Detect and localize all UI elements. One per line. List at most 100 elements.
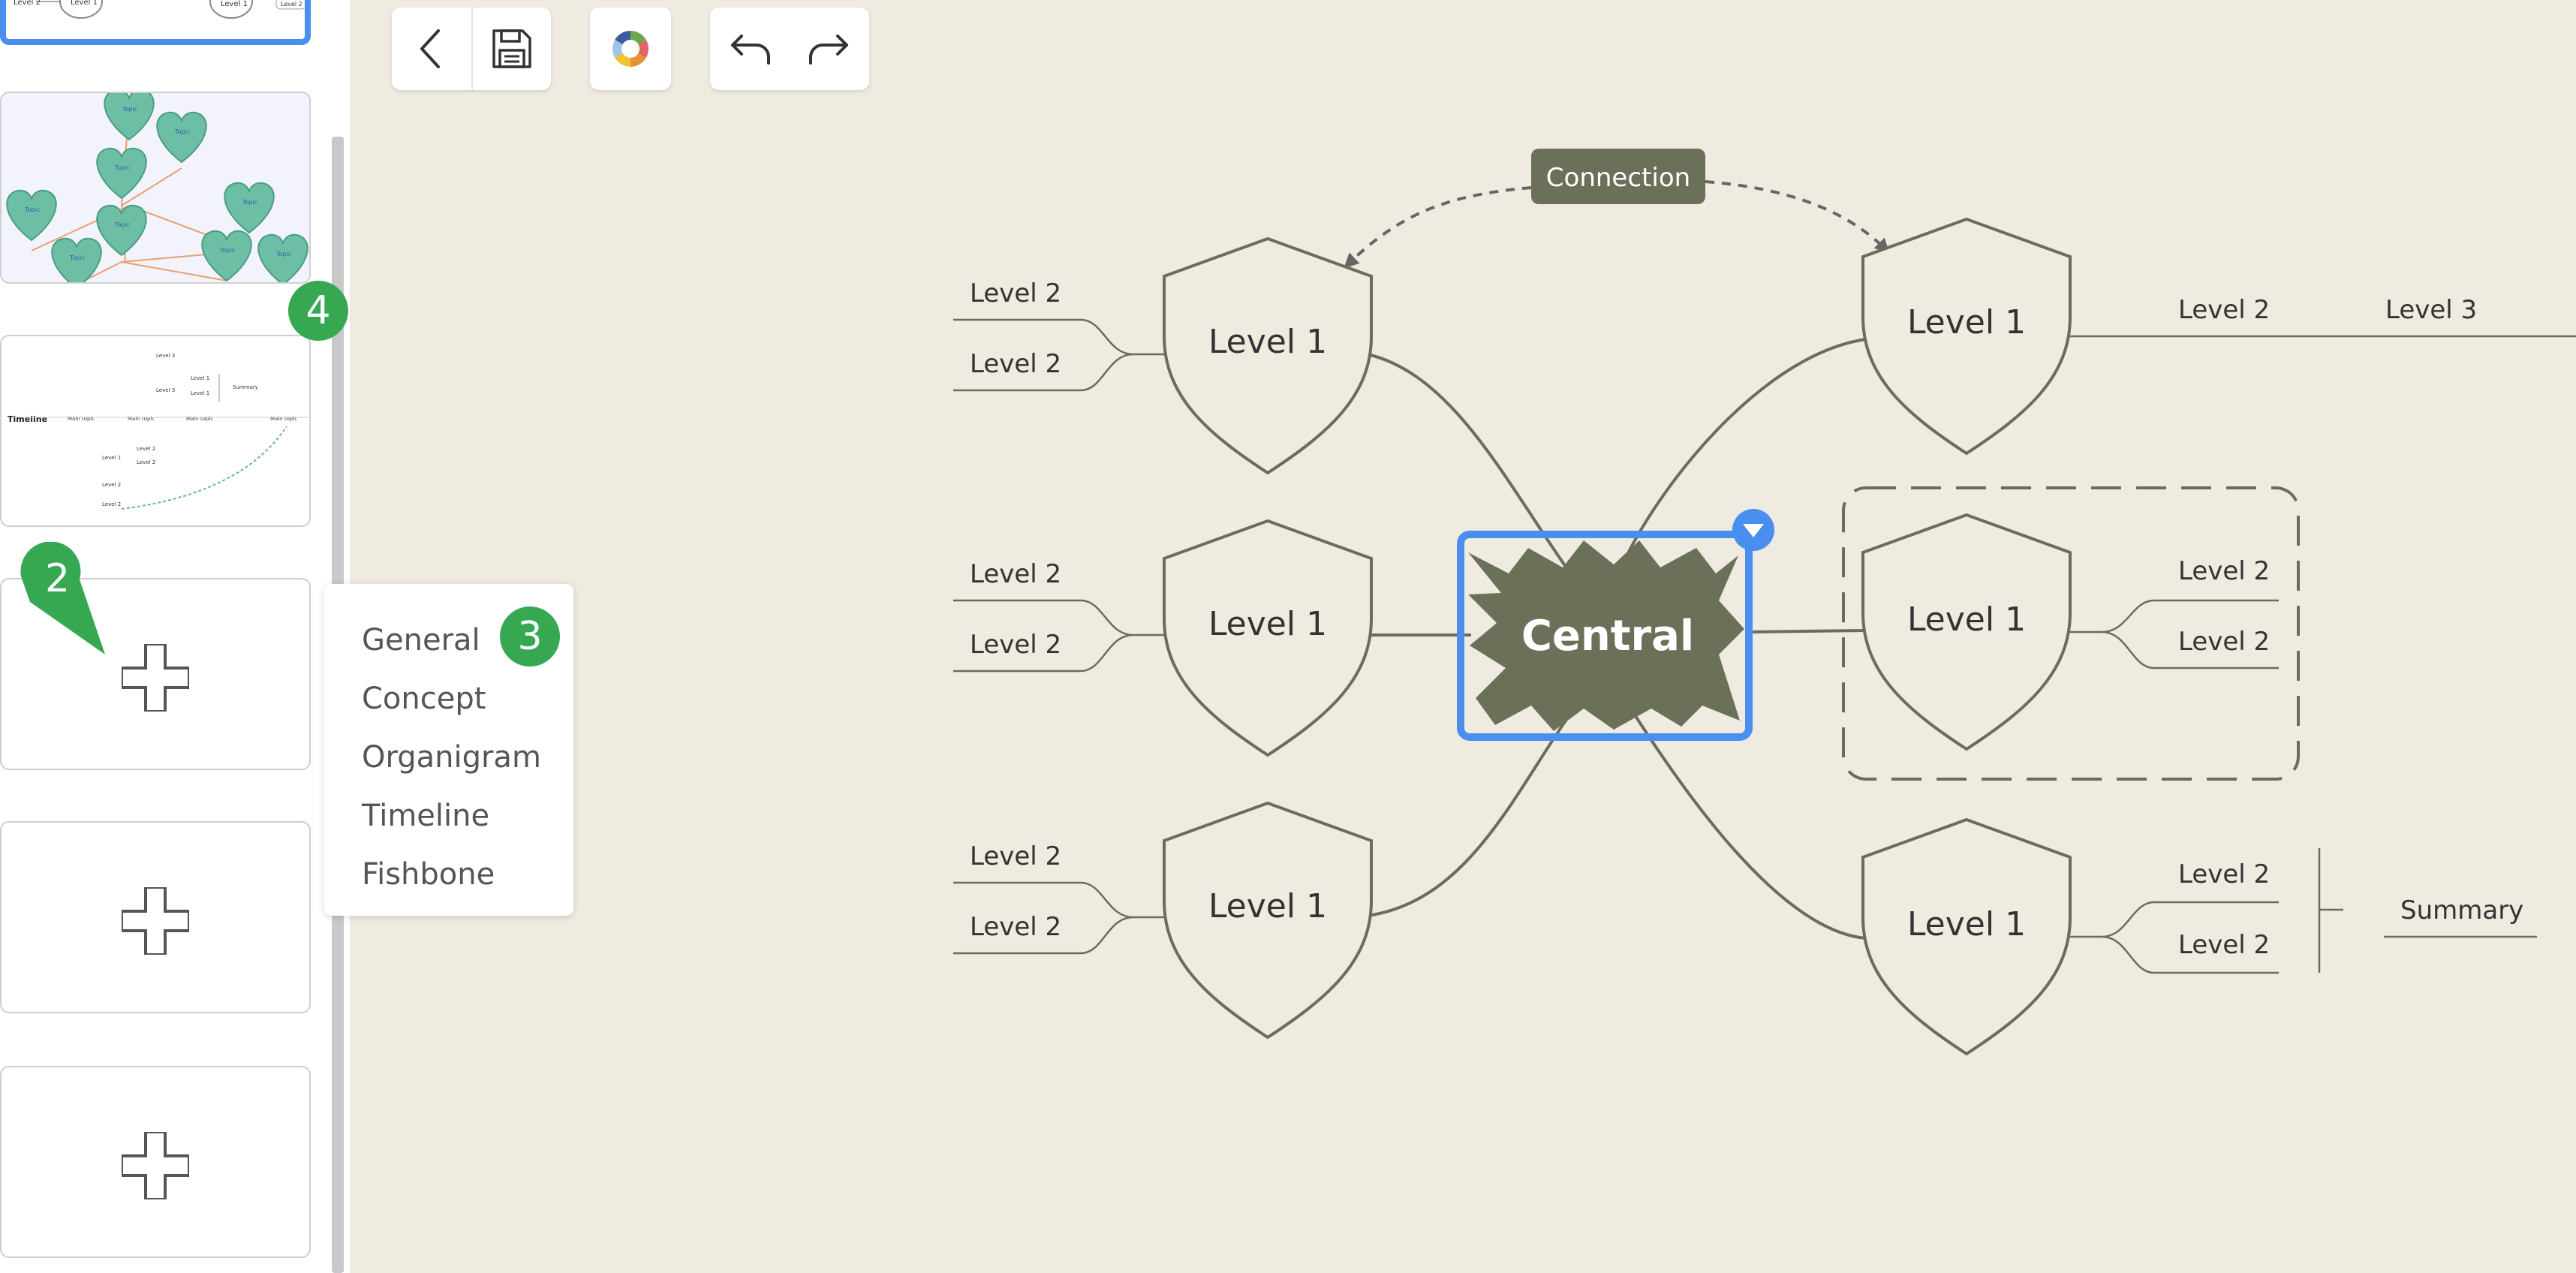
step-marker-3: 3 — [500, 606, 560, 667]
timeline-l1b: Level 1 — [191, 390, 209, 396]
heart-topic-label: Topic — [69, 254, 85, 261]
timeline-l2c: Level 2 — [102, 482, 121, 488]
chevron-down-icon — [1743, 524, 1764, 537]
level2-label-r3b: Level 2 — [2178, 930, 2270, 960]
thumbnail-preview: Level 2 Level 1 Level 1 Level 2 — [14, 0, 305, 19]
toolbar-group-nav — [392, 8, 551, 90]
level2-label-l3b: Level 2 — [970, 912, 1061, 942]
heart-topic-node: Topic — [96, 204, 147, 257]
level2-connectors-left — [953, 318, 1165, 955]
heart-topic-node: Topic — [96, 147, 147, 200]
template-thumbnail-timeline[interactable]: Timeline Main topic Main topic Main topi… — [0, 335, 311, 527]
svg-text:2: 2 — [45, 556, 70, 601]
thumb-text-level2b: Level 2 — [281, 1, 302, 8]
heart-topic-label: Topic — [122, 106, 137, 113]
level1-nodes-right[interactable] — [1861, 218, 2072, 1055]
timeline-l2b: Level 2 — [137, 459, 155, 465]
summary-label: Summary — [2400, 895, 2523, 925]
heart-topic-label: Topic — [114, 221, 130, 228]
plus-icon — [122, 887, 189, 955]
heart-topic-label: Topic — [219, 247, 235, 254]
timeline-l1a: Level 1 — [191, 375, 209, 381]
chevron-left-icon — [420, 29, 440, 68]
theme-button[interactable] — [591, 8, 670, 90]
heart-topic-label: Topic — [24, 206, 40, 213]
heart-topic-node: Topic — [156, 111, 207, 164]
thumb-text-level2: Level 2 — [14, 0, 41, 7]
timeline-title: Timeline — [8, 414, 47, 424]
level2-label-r2b: Level 2 — [2178, 627, 2270, 657]
redo-button[interactable] — [790, 8, 868, 90]
redo-icon — [809, 35, 848, 65]
timeline-l2d: Level 2 — [102, 501, 121, 507]
menu-item-organigram[interactable]: Organigram — [362, 740, 541, 775]
menu-item-general[interactable]: General — [362, 623, 480, 658]
save-icon — [492, 29, 531, 68]
level1-label-left-3: Level 1 — [1208, 887, 1327, 925]
timeline-preview: Timeline Main topic Main topic Main topi… — [8, 353, 309, 510]
heart-topic-node: Topic — [6, 189, 57, 242]
step-marker-4: 4 — [288, 281, 348, 341]
timeline-main-2: Main topic — [128, 416, 155, 422]
collapse-toggle[interactable] — [1732, 509, 1774, 551]
level1-label-right-1: Level 1 — [1907, 303, 2026, 342]
central-selection-frame — [1457, 531, 1753, 741]
template-thumbnail-empty-2[interactable] — [0, 821, 311, 1013]
template-thumbnail-empty-3[interactable] — [0, 1066, 311, 1258]
level1-nodes-left[interactable] — [1163, 237, 1373, 1039]
thumb-text-level1a: Level 1 — [71, 0, 98, 7]
undo-icon — [731, 35, 770, 65]
timeline-l3a: Level 3 — [156, 353, 175, 359]
level2-connectors-right — [2069, 335, 2576, 974]
heart-topic-node: Topic — [51, 237, 102, 282]
level2-label-l2b: Level 2 — [970, 630, 1061, 660]
hearts-preview: TopicTopicTopicTopicTopicTopicTopicTopic… — [6, 93, 308, 282]
connection-curves — [1344, 180, 1890, 269]
level3-label-r1: Level 3 — [2385, 295, 2477, 325]
boundary-frame[interactable] — [1842, 486, 2300, 781]
timeline-main-1: Main topic — [68, 416, 95, 422]
connection-label-box[interactable] — [1531, 149, 1705, 204]
central-node-shape[interactable] — [1468, 540, 1744, 731]
thumb-text-level1b: Level 1 — [221, 0, 248, 8]
undo-button[interactable] — [712, 8, 790, 90]
level1-label-left-2: Level 1 — [1208, 605, 1327, 643]
heart-topic-node: Topic — [201, 230, 252, 282]
level2-label-l3a: Level 2 — [970, 841, 1061, 871]
menu-item-timeline[interactable]: Timeline — [362, 799, 490, 833]
level2-label-l2a: Level 2 — [970, 559, 1061, 589]
toolbar-group-history — [710, 8, 869, 90]
level2-label-l1a: Level 2 — [970, 278, 1061, 308]
heart-topic-label: Topic — [275, 251, 291, 257]
branch-lines — [1367, 338, 1867, 940]
timeline-l3b: Level 3 — [156, 387, 175, 393]
heart-topic-node: Topic — [224, 182, 275, 234]
timeline-main-4: Main topic — [270, 416, 297, 422]
plus-icon — [122, 644, 189, 712]
level2-label-r3a: Level 2 — [2178, 859, 2270, 889]
level2-label-r1: Level 2 — [2178, 295, 2270, 325]
connection-label: Connection — [1546, 163, 1690, 193]
plus-icon — [122, 1132, 189, 1199]
level1-label-right-3: Level 1 — [1907, 905, 2026, 943]
central-label: Central — [1521, 612, 1694, 661]
template-thumbnail-mindmap[interactable]: Level 2 Level 1 Level 1 Level 2 — [0, 0, 311, 45]
heart-topic-label: Topic — [114, 164, 130, 171]
toolbar-group-theme — [590, 8, 671, 90]
timeline-summary: Summary — [233, 384, 258, 390]
save-button[interactable] — [473, 8, 551, 90]
timeline-main-3: Main topic — [186, 416, 213, 422]
timeline-l1c: Level 1 — [102, 455, 121, 461]
level1-label-left-1: Level 1 — [1208, 323, 1327, 361]
level2-label-r2a: Level 2 — [2178, 556, 2270, 586]
level1-label-right-2: Level 1 — [1907, 600, 2026, 639]
back-button[interactable] — [392, 8, 470, 90]
heart-topic-node: Topic — [104, 93, 155, 141]
timeline-l2a: Level 2 — [137, 446, 155, 452]
menu-item-fishbone[interactable]: Fishbone — [362, 857, 495, 892]
level2-label-l1b: Level 2 — [970, 349, 1061, 379]
menu-item-concept[interactable]: Concept — [362, 682, 486, 716]
heart-topic-label: Topic — [174, 128, 190, 135]
step-marker-2: 2 — [20, 542, 105, 655]
